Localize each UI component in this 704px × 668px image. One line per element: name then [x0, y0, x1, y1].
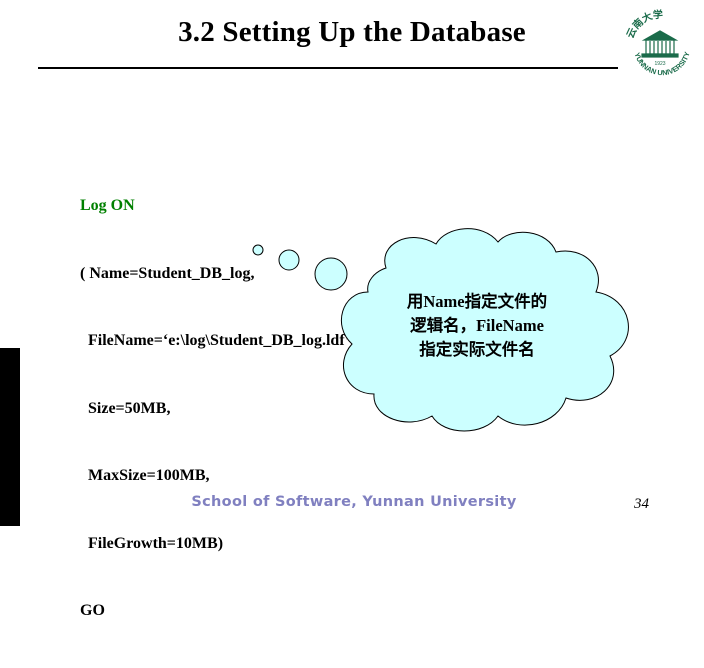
footer-text: School of Software, Yunnan University: [191, 494, 517, 510]
slide-footer: School of Software, Yunnan University: [0, 494, 704, 510]
code-line: FileGrowth=10MB): [80, 534, 224, 552]
page-number: 34: [634, 496, 649, 512]
title-divider: [38, 67, 618, 69]
code-block: Log ON ( Name=Student_DB_log, FileName=‘…: [80, 150, 355, 668]
code-line: FileName=‘e:\log\Student_DB_log.ldf’,: [80, 332, 355, 349]
callout-line: 指定实际文件名: [419, 340, 535, 359]
code-line-keyword: Log ON: [80, 197, 135, 214]
callout-text: 用Name指定文件的 逻辑名，FileName 指定实际文件名: [372, 290, 582, 362]
left-accent-bar: [0, 348, 20, 526]
callout-line: 用Name指定文件的: [406, 292, 548, 311]
slide-title: 3.2 Setting Up the Database: [178, 16, 526, 48]
university-seal-icon: 云南大学 YUNNAN UNIVERSITY 1923: [624, 8, 691, 78]
code-line: MaxSize=100MB,: [80, 467, 210, 484]
logo-year: 1923: [654, 61, 665, 67]
slide: 3.2 Setting Up the Database 云南大学 YUNNAN …: [0, 7, 704, 619]
code-line: ( Name=Student_DB_log,: [80, 264, 255, 282]
code-line: Size=50MB,: [80, 399, 171, 417]
code-line: GO: [80, 602, 105, 619]
callout-line: 逻辑名，FileName: [410, 316, 544, 335]
logo-building: [641, 30, 679, 58]
